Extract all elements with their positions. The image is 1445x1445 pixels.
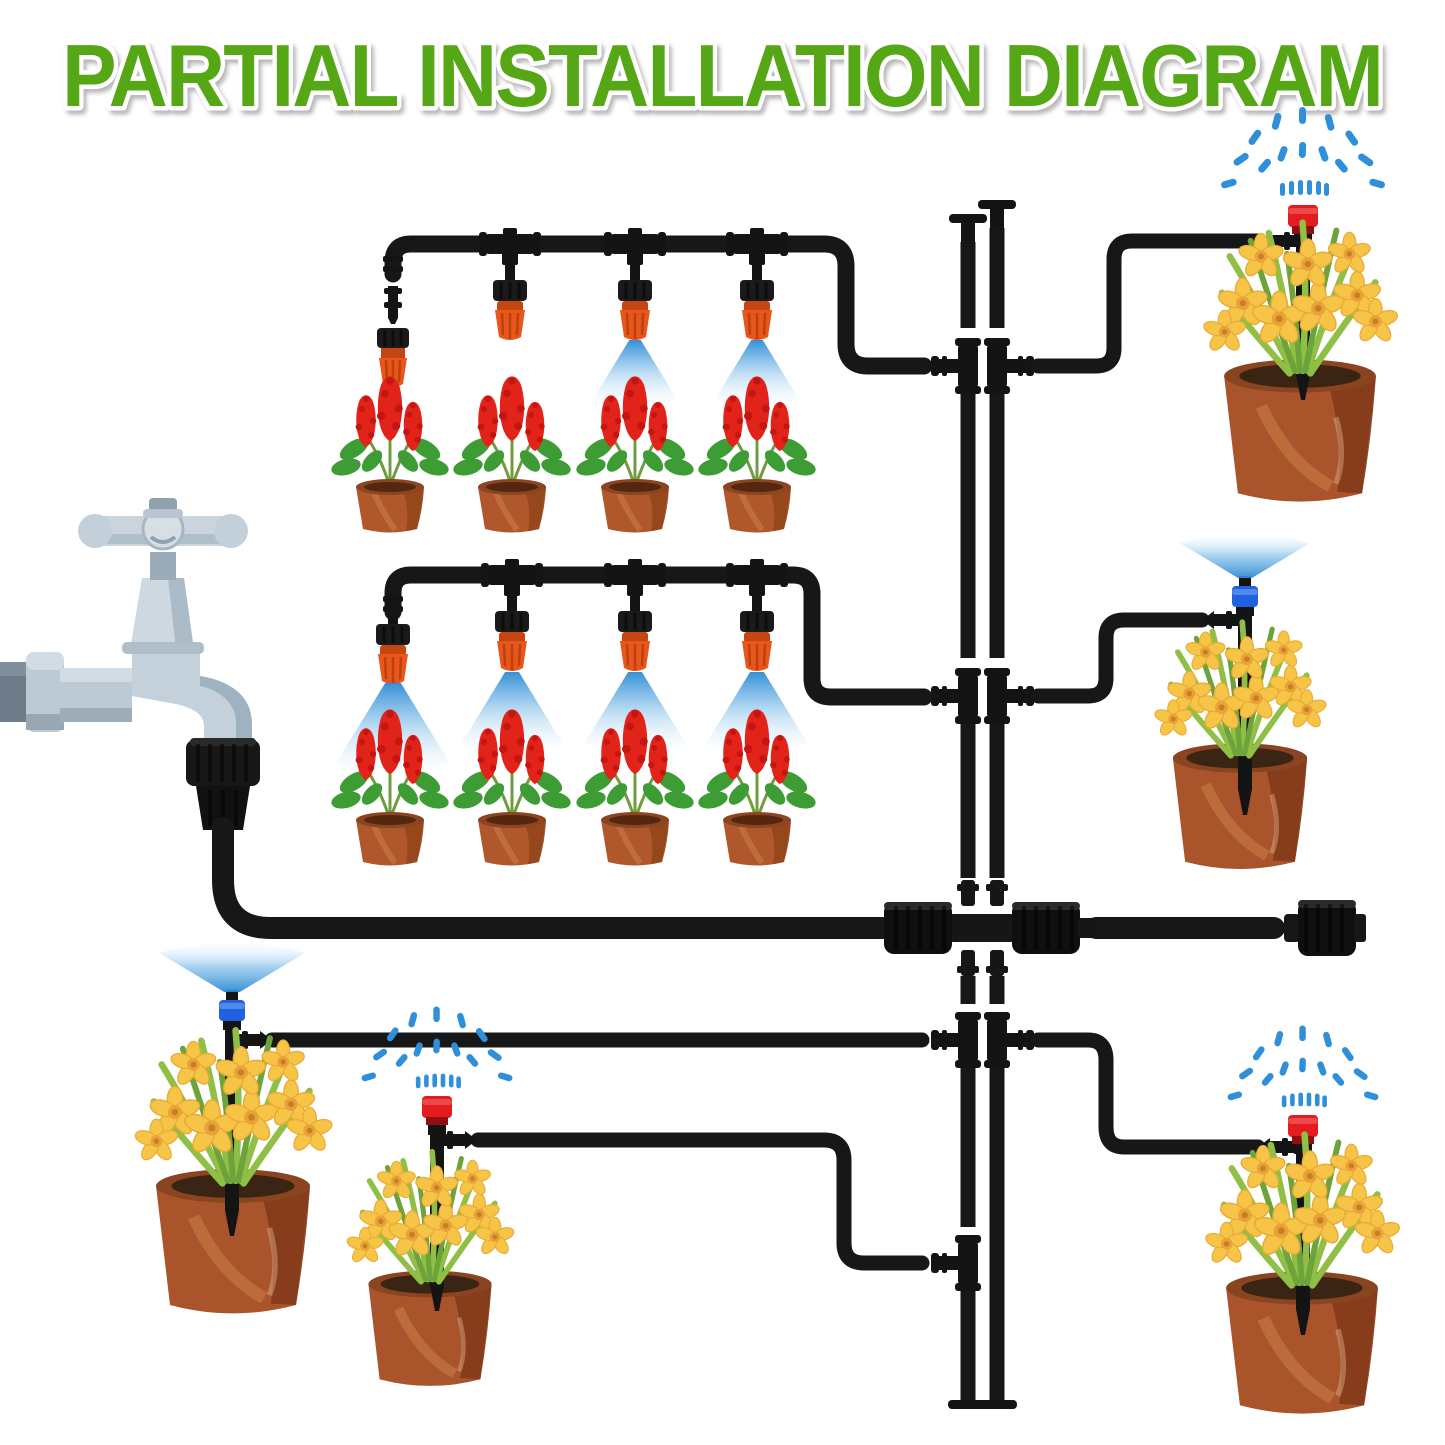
goof-plugs: [948, 200, 1017, 1409]
red-plant: [330, 709, 451, 865]
mist-fan-spray: [159, 942, 305, 992]
faucet-spout: [132, 648, 252, 742]
manifold-cross-fitting: [884, 880, 1096, 976]
tee-right-bottom: [984, 1012, 1034, 1068]
branch-mid-right: [1030, 612, 1210, 704]
red-plant: [697, 376, 818, 532]
main-line-left: [212, 817, 895, 939]
branch-bottom-middle: [470, 1132, 930, 1271]
barb-connector: [1202, 611, 1240, 629]
mister-head-blue: [1232, 576, 1258, 616]
mist-nozzle: [374, 592, 412, 686]
page-title: PARTIAL INSTALLATION DIAGRAM: [58, 22, 1389, 130]
dripper-cap-red: [422, 1096, 452, 1135]
mist-fan-spray: [1180, 534, 1310, 578]
drip-spray: [1226, 1025, 1380, 1108]
mist-nozzle: [738, 248, 776, 342]
mist-row-2: [335, 559, 933, 774]
exploded-mister-parts: [377, 286, 409, 387]
tee-left-row1: [931, 338, 981, 394]
faucet-handle: [78, 498, 248, 551]
mist-nozzle: [491, 248, 529, 342]
end-cap: [1284, 900, 1366, 956]
mist-nozzle: [738, 579, 776, 673]
tee-left-lowest: [931, 1235, 981, 1291]
red-plant: [330, 376, 451, 532]
red-plant: [575, 376, 696, 532]
mist-nozzle: [493, 579, 531, 673]
mist-nozzle: [616, 248, 654, 342]
mister-head-blue: [219, 990, 245, 1030]
tee-right-top: [984, 338, 1034, 394]
branch-top-right: [1030, 233, 1268, 374]
row2-header-pipe: [384, 566, 933, 706]
mist-nozzle: [616, 579, 654, 673]
yellow-plant-pot: [368, 1271, 491, 1386]
riser-tubes: [931, 200, 1034, 1409]
title-text: PARTIAL INSTALLATION DIAGRAM: [62, 26, 1382, 125]
tee-right-mid: [984, 668, 1034, 724]
riser-joint-gaps: [959, 328, 1007, 1238]
tee-left-row2: [931, 668, 981, 724]
faucet: [0, 498, 252, 742]
mist-row-1: [377, 228, 933, 407]
row1-header-pipe: [384, 235, 933, 375]
tee-left-bottom: [931, 1012, 981, 1068]
branch-bottom-right: [1030, 1032, 1266, 1155]
branch-lines: [264, 233, 1268, 1271]
red-plant: [452, 376, 573, 532]
faucet-adapter: [186, 738, 260, 830]
